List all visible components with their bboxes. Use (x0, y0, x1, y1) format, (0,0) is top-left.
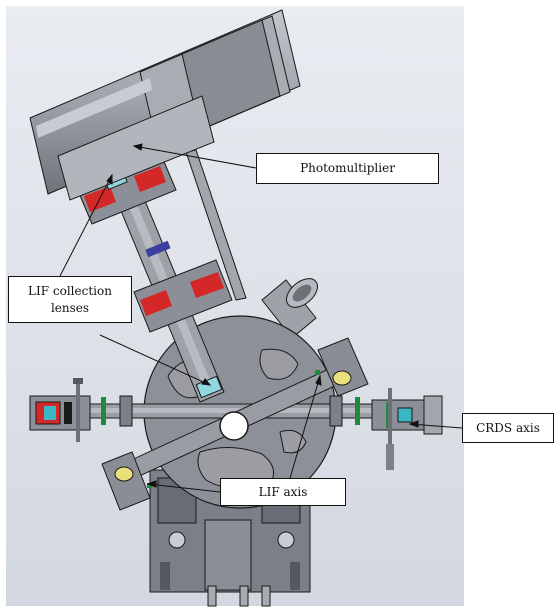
crds-mirror-mount-right (371, 388, 443, 470)
lif-collection-lenses-label: LIF collection lenses (8, 276, 132, 323)
gas-inlet-port (261, 278, 318, 339)
crds-axis-label: CRDS axis (462, 413, 554, 443)
callout-leader-lines (59, 143, 463, 493)
photomultiplier-label: Photomultiplier (256, 153, 439, 184)
photomultiplier-housing (29, 9, 301, 201)
lens-flange-lower (133, 259, 233, 333)
crds-arm (29, 395, 427, 427)
central-aperture (219, 411, 249, 441)
lif-collection-tube (99, 149, 225, 403)
crds-mirror-mount-left (29, 378, 91, 442)
lif-axis-label: LIF axis (220, 478, 346, 506)
